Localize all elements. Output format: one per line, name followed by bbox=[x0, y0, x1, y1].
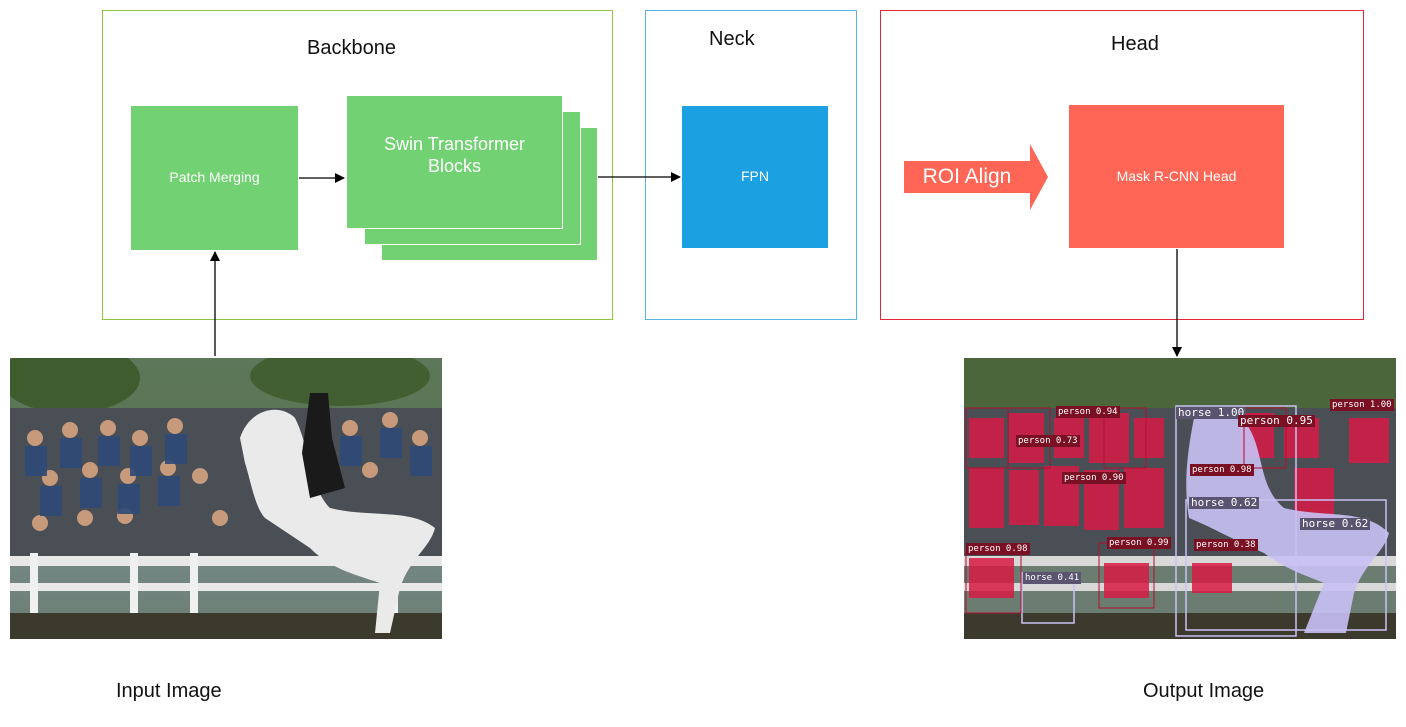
detection-label: person 0.98 bbox=[1190, 464, 1254, 476]
neck-frame bbox=[645, 10, 857, 320]
input-image bbox=[10, 358, 442, 639]
neck-title: Neck bbox=[709, 28, 755, 50]
patch-merging-label: Patch Merging bbox=[169, 169, 260, 186]
detection-label: horse 1.00 bbox=[1176, 406, 1247, 419]
detection-label: person 0.95 bbox=[1238, 414, 1315, 427]
detection-label: person 0.73 bbox=[1016, 435, 1080, 447]
detection-label: person 0.38 bbox=[1194, 539, 1258, 551]
patch-merging-block: Patch Merging bbox=[131, 106, 298, 250]
output-image: horse 1.00 person 0.95 horse 0.62 horse … bbox=[964, 358, 1396, 639]
detection-label: person 0.90 bbox=[1062, 472, 1126, 484]
backbone-title: Backbone bbox=[307, 37, 396, 59]
head-frame bbox=[880, 10, 1364, 320]
mask-rcnn-head-label: Mask R-CNN Head bbox=[1116, 167, 1237, 184]
detection-label: person 0.98 bbox=[966, 543, 1030, 555]
detection-label: person 0.94 bbox=[1056, 406, 1120, 418]
swin-transformer-blocks: Swin Transformer Blocks bbox=[346, 95, 563, 229]
head-title: Head bbox=[1111, 33, 1159, 55]
detection-label: horse 0.62 bbox=[1300, 517, 1371, 530]
roi-align-label: ROI Align bbox=[922, 164, 1012, 188]
swin-label-line2: Blocks bbox=[427, 156, 481, 176]
swin-label-line1: Swin Transformer bbox=[383, 133, 526, 154]
detection-label: person 1.00 bbox=[1330, 399, 1394, 411]
detection-label: horse 0.62 bbox=[1189, 496, 1260, 509]
fpn-block: FPN bbox=[682, 106, 828, 248]
fpn-label: FPN bbox=[741, 168, 769, 185]
detection-label: person 0.99 bbox=[1107, 537, 1171, 549]
mask-rcnn-head-block: Mask R-CNN Head bbox=[1069, 105, 1284, 248]
input-image-caption: Input Image bbox=[116, 680, 222, 702]
output-image-caption: Output Image bbox=[1143, 680, 1265, 702]
backbone-frame bbox=[102, 10, 613, 320]
detection-label: horse 0.41 bbox=[1023, 572, 1082, 584]
